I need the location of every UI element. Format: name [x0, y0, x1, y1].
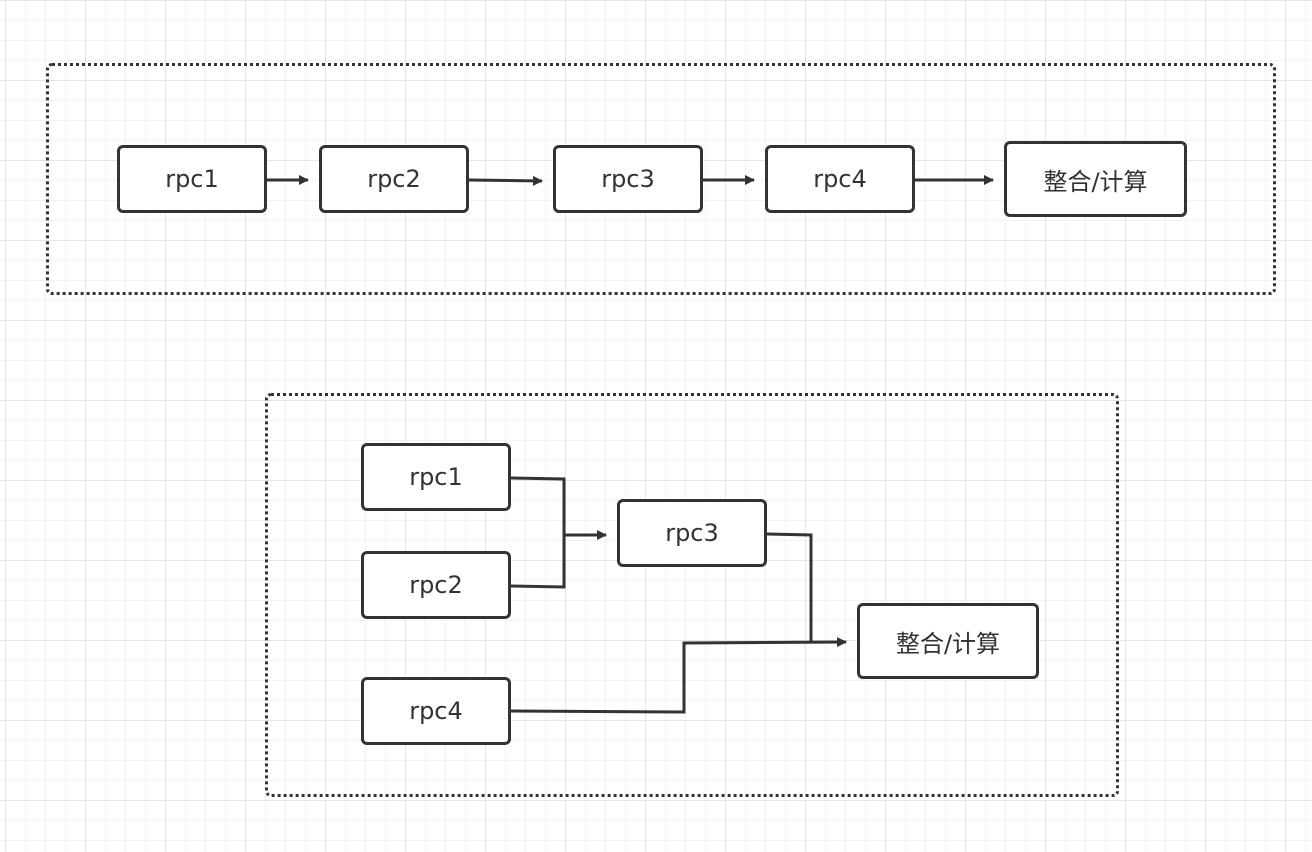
seq-rpc2-node[interactable]: rpc2: [319, 145, 469, 213]
par-merge-node[interactable]: 整合/计算: [857, 603, 1039, 679]
par-rpc3-node[interactable]: rpc3: [617, 499, 767, 567]
seq-rpc4-node[interactable]: rpc4: [765, 145, 915, 213]
parallel-flow-group: [265, 393, 1119, 797]
par-rpc1-node[interactable]: rpc1: [361, 443, 511, 511]
seq-rpc1-node[interactable]: rpc1: [117, 145, 267, 213]
seq-rpc3-node[interactable]: rpc3: [553, 145, 703, 213]
seq-merge-node[interactable]: 整合/计算: [1004, 141, 1187, 217]
par-rpc2-node[interactable]: rpc2: [361, 551, 511, 619]
par-rpc4-node[interactable]: rpc4: [361, 677, 511, 745]
sequential-flow-group: [46, 63, 1276, 295]
